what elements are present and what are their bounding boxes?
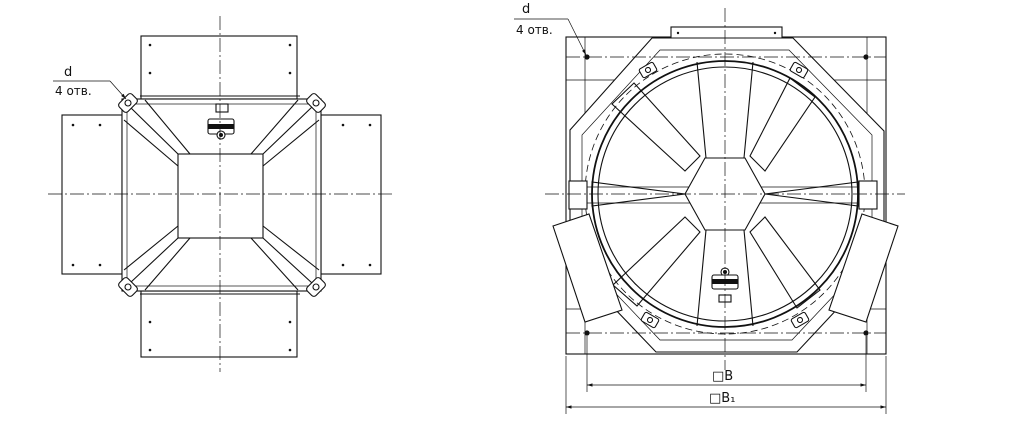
left-corner-foot-br bbox=[306, 277, 326, 297]
left-view: d 4 отв. bbox=[48, 16, 394, 372]
right-dimension-outer: □B₁ bbox=[565, 356, 887, 414]
left-diagonal-braces bbox=[123, 99, 320, 291]
right-right-flap bbox=[828, 213, 899, 323]
right-corner-foot-tr bbox=[789, 61, 809, 79]
right-callout-holes: 4 отв. bbox=[516, 23, 553, 37]
left-right-flap bbox=[320, 114, 382, 275]
left-bottom-flap bbox=[140, 290, 298, 358]
right-hole-callout: d 4 отв. bbox=[514, 2, 587, 56]
right-view: d 4 отв. □B □B₁ bbox=[514, 2, 905, 414]
left-top-flap bbox=[140, 35, 298, 100]
left-hole-callout: d 4 отв. bbox=[53, 65, 127, 100]
right-corner-foot-br bbox=[790, 311, 810, 329]
right-callout-d: d bbox=[522, 2, 530, 17]
left-center-square bbox=[177, 153, 264, 239]
right-corner-foot-bl bbox=[640, 311, 660, 329]
right-left-flap bbox=[552, 213, 623, 323]
left-left-flap bbox=[61, 114, 123, 275]
right-left-mount bbox=[568, 180, 588, 210]
left-callout-holes: 4 отв. bbox=[55, 84, 92, 98]
left-flap-dots bbox=[71, 43, 372, 352]
left-callout-d: d bbox=[64, 65, 72, 80]
right-right-mount bbox=[858, 180, 878, 210]
left-corner-foot-tr bbox=[306, 93, 326, 113]
dim-label-b1: □B₁ bbox=[709, 391, 735, 406]
right-corner-foot-tl bbox=[638, 61, 658, 79]
left-corner-foot-bl bbox=[118, 277, 138, 297]
dim-label-b: □B bbox=[712, 369, 733, 384]
left-terminal-box bbox=[207, 103, 235, 140]
right-dimension-inner: □B bbox=[586, 336, 867, 392]
